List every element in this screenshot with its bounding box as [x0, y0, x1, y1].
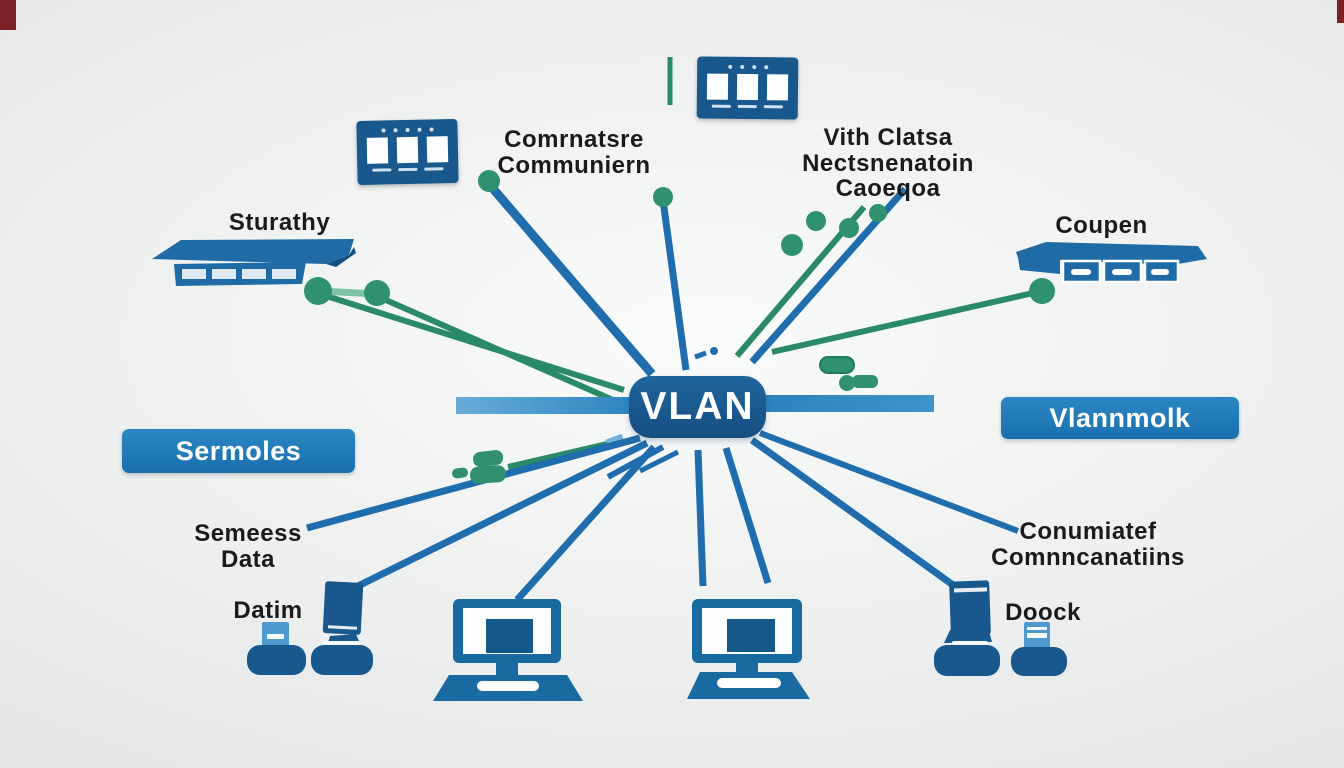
panel-slots	[366, 136, 449, 164]
tower-pc-bottom-right-icon	[934, 580, 1000, 676]
desktop-computer-center-icon	[687, 599, 810, 699]
label-right-middle: Conumiatef Comnncanatiins	[988, 519, 1188, 570]
panel-led-dots	[727, 64, 768, 70]
vlannmolk-box: Vlannmolk	[1001, 397, 1239, 439]
vlan-center-node: VLAN	[629, 376, 766, 438]
bus-bar-left	[456, 397, 632, 414]
label-left-switch: Sturathy	[228, 209, 331, 236]
panel-label-marks	[372, 167, 444, 172]
patch-panel-top-center-icon	[696, 56, 799, 120]
panel-slots	[706, 73, 789, 101]
panel-label-marks	[711, 104, 783, 109]
corner-mark-top-left	[0, 0, 16, 30]
sermoles-box: Sermoles	[122, 429, 355, 473]
label-top-right-line3: Caoeqoa	[835, 175, 941, 203]
label-top-center: Comrnatsre Communiern	[494, 127, 654, 178]
label-left-bottom: Datim	[233, 597, 303, 624]
label-left-middle-line1: Semeess	[194, 520, 302, 547]
label-top-right: Vith Clatsa Nectsnenatoin Caoeqoa	[798, 125, 978, 202]
bus-bar-right	[764, 395, 934, 412]
label-right-bottom: Doock	[1005, 599, 1081, 626]
panel-led-dots	[381, 127, 434, 133]
label-right-middle-line1: Conumiatef	[1019, 518, 1157, 545]
tower-pc-bottom-left-icon	[311, 581, 373, 675]
label-right-middle-line2: Comnncanatiins	[991, 543, 1185, 571]
label-top-center-line1: Comrnatsre	[504, 126, 644, 153]
label-left-middle: Semeess Data	[183, 521, 313, 572]
corner-mark-top-right	[1337, 0, 1344, 23]
label-top-right-line2: Nectsnenatoin	[802, 149, 974, 177]
patch-panel-top-left-icon	[356, 118, 459, 186]
green-node-dots	[304, 170, 1055, 484]
label-top-right-line1: Vith Clatsa	[823, 124, 953, 151]
label-left-middle-line2: Data	[220, 545, 276, 573]
network-switch-right-icon	[1016, 242, 1207, 284]
dock-bottom-left-icon	[247, 622, 306, 675]
label-top-center-line2: Communiern	[497, 151, 651, 179]
label-right-switch: Coupen	[1055, 212, 1148, 239]
desktop-computer-left-icon	[433, 599, 583, 701]
dock-bottom-right-icon	[1011, 622, 1067, 676]
network-switch-left-icon	[152, 239, 356, 286]
connection-lines	[306, 57, 1043, 603]
